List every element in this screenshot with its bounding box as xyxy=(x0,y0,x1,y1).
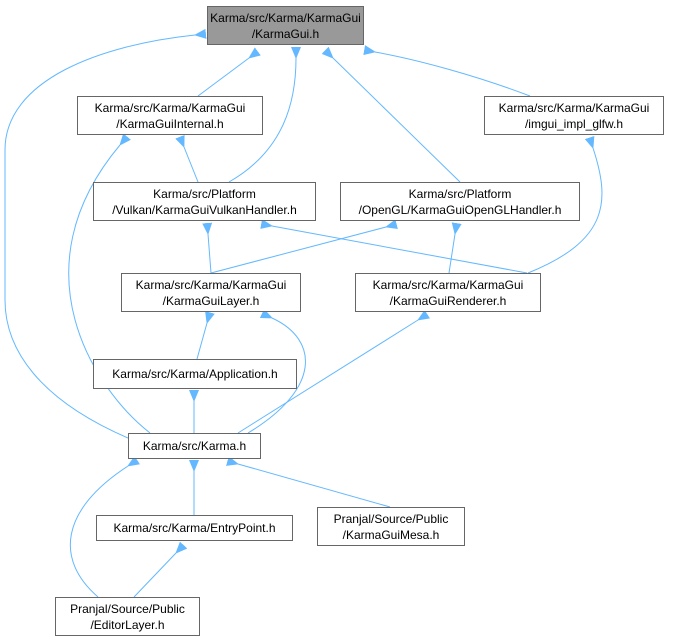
node-glfw[interactable]: Karma/src/Karma/KarmaGui/imgui_impl_glfw… xyxy=(484,96,664,135)
node-karma[interactable]: Karma/src/Karma.h xyxy=(128,433,261,459)
edge-application-to-layer xyxy=(196,311,215,360)
node-label-line: Karma/src/Karma.h xyxy=(142,439,247,453)
edge-layer-to-vulkan xyxy=(202,222,213,274)
node-label-line: /Vulkan/KarmaGuiVulkanHandler.h xyxy=(112,202,297,217)
node-label-line: Karma/src/Karma/KarmaGui xyxy=(372,277,524,292)
node-label-line: Karma/src/Platform xyxy=(153,186,256,201)
node-label-line: /EditorLayer.h xyxy=(90,617,165,632)
edges-layer xyxy=(4,28,603,598)
node-editorlayer[interactable]: Pranjal/Source/Public/EditorLayer.h xyxy=(55,597,200,636)
node-opengl[interactable]: Karma/src/Platform/OpenGL/KarmaGuiOpenGL… xyxy=(340,182,580,221)
edge-editorlayer-to-karma xyxy=(69,455,140,598)
edge-vulkan-to-karmagui xyxy=(228,46,302,183)
node-label-line: Karma/src/Karma/KarmaGui xyxy=(94,100,246,115)
node-label-line: /KarmaGuiInternal.h xyxy=(116,116,224,131)
node-internal[interactable]: Karma/src/Karma/KarmaGui/KarmaGuiInterna… xyxy=(77,96,263,135)
node-label-line: Karma/src/Karma/KarmaGui xyxy=(498,100,650,115)
edge-renderer-to-vulkan xyxy=(260,219,528,274)
node-label-line: /KarmaGui.h xyxy=(251,26,320,41)
edge-karma-to-renderer xyxy=(237,309,430,434)
node-label-line: /KarmaGuiLayer.h xyxy=(162,293,260,308)
node-label-line: Karma/src/Karma/EntryPoint.h xyxy=(113,521,276,535)
edge-mesa-to-karma xyxy=(226,456,391,508)
edge-layer-to-opengl xyxy=(210,219,398,274)
node-application[interactable]: Karma/src/Karma/Application.h xyxy=(93,359,297,389)
node-label-line: /imgui_impl_glfw.h xyxy=(524,116,624,131)
node-label-line: Pranjal/Source/Public xyxy=(70,601,185,616)
edge-renderer-to-opengl xyxy=(448,222,462,274)
node-label-line: /KarmaGuiRenderer.h xyxy=(389,293,507,308)
node-renderer[interactable]: Karma/src/Karma/KarmaGui/KarmaGuiRendere… xyxy=(355,273,541,312)
edge-internal-to-karmagui xyxy=(197,47,261,97)
node-layer[interactable]: Karma/src/Karma/KarmaGui/KarmaGuiLayer.h xyxy=(121,273,301,312)
node-label-line: Karma/src/Platform xyxy=(408,186,512,201)
edge-renderer-to-glfw xyxy=(527,135,603,274)
node-label-line: Karma/src/Karma/Application.h xyxy=(112,367,278,381)
edge-glfw-to-karmagui xyxy=(363,45,531,97)
node-mesa[interactable]: Pranjal/Source/Public/KarmaGuiMesa.h xyxy=(317,507,465,546)
edge-opengl-to-karmagui xyxy=(321,46,461,183)
node-label-line: Pranjal/Source/Public xyxy=(333,511,449,526)
edge-karma-to-internal xyxy=(68,133,151,434)
edge-vulkan-to-internal xyxy=(175,134,199,183)
node-karmagui: Karma/src/Karma/KarmaGui/KarmaGui.h xyxy=(207,6,364,45)
node-label-line: /OpenGL/KarmaGuiOpenGLHandler.h xyxy=(358,202,562,217)
edge-editorlayer-to-entrypoint xyxy=(133,541,188,598)
node-label-line: /KarmaGuiMesa.h xyxy=(342,527,440,542)
node-vulkan[interactable]: Karma/src/Platform/Vulkan/KarmaGuiVulkan… xyxy=(93,182,316,221)
edge-karma-to-layer xyxy=(247,308,306,434)
node-label-line: Karma/src/Karma/KarmaGui xyxy=(210,10,361,25)
edge-karma-to-karmagui xyxy=(4,28,207,439)
node-label-line: Karma/src/Karma/KarmaGui xyxy=(135,277,287,292)
node-entrypoint[interactable]: Karma/src/Karma/EntryPoint.h xyxy=(96,515,293,541)
